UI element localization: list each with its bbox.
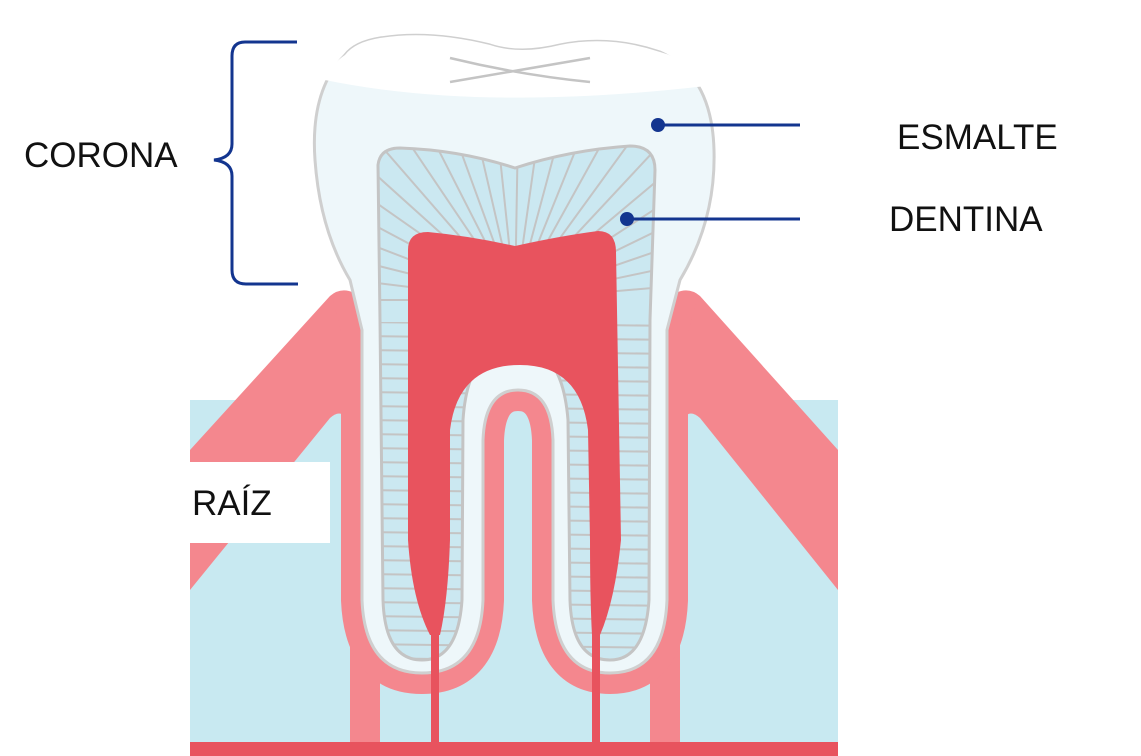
root-canal-left [431, 625, 439, 745]
esmalte-leader-dot [651, 118, 665, 132]
corona-brace [213, 40, 298, 286]
raiz-label: RAÍZ [192, 484, 272, 523]
bottom-vessel-bar [190, 742, 838, 756]
esmalte-label: ESMALTE [897, 118, 1058, 157]
dentina-leader-dot [620, 212, 634, 226]
enamel-highlight [325, 35, 706, 98]
corona-label: CORONA [24, 136, 178, 175]
pulp [408, 231, 621, 635]
raiz-label-box [190, 462, 330, 543]
occlusal-lines [449, 56, 591, 84]
dentina-label: DENTINA [889, 200, 1043, 239]
bone-right [680, 413, 838, 742]
root-canal-right [592, 625, 600, 745]
